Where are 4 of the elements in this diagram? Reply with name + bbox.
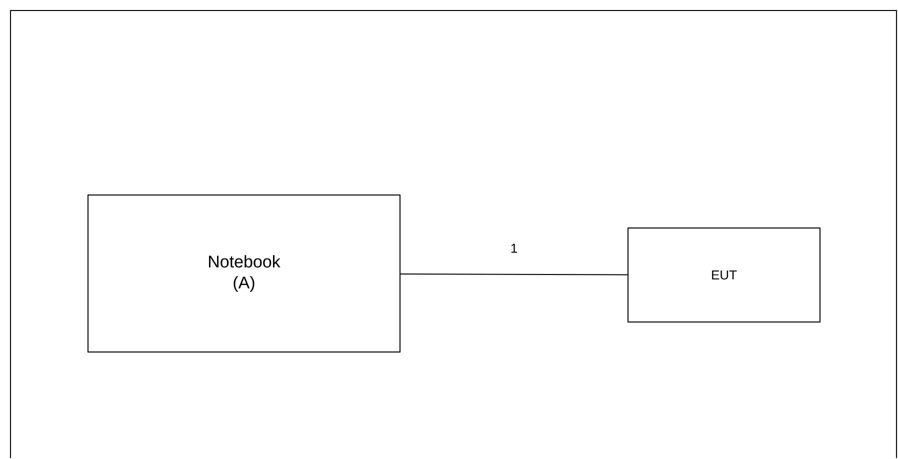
connector-line — [400, 274, 628, 276]
box: Notebook (A) — [88, 194, 400, 352]
edge-label: 1 — [511, 244, 517, 253]
box: EUT — [628, 228, 820, 322]
